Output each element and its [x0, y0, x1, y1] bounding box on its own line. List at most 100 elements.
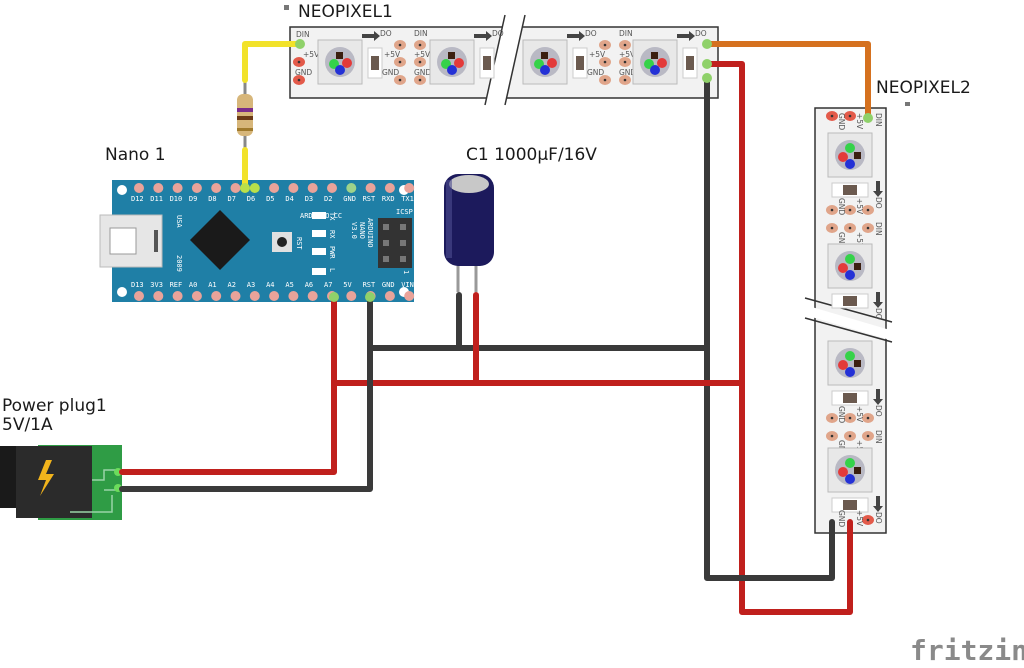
led-blue [335, 65, 345, 75]
nano-pin-d11[interactable] [153, 183, 164, 193]
nano-pin-label: A1 [208, 281, 216, 289]
wire-gnd-plug[interactable] [119, 294, 373, 492]
strip1-vcc-label: +5V [589, 50, 606, 59]
nano-pin-label: D3 [305, 195, 313, 203]
wires [119, 41, 871, 615]
nano-pin-label: A4 [266, 281, 274, 289]
strip1-din-label: DIN [414, 29, 428, 38]
strip1-gnd-label: GND [295, 68, 312, 77]
led-blue [447, 65, 457, 75]
nano-pin-5v[interactable] [346, 291, 357, 301]
resistor[interactable] [237, 80, 253, 150]
strip2-din-label: DIN [874, 430, 883, 444]
strip2-do-label: DO [874, 197, 883, 209]
led-blue [845, 474, 855, 484]
arrow-icon [474, 31, 492, 41]
led-red [838, 360, 848, 370]
nano-pin-label: D5 [266, 195, 274, 203]
board-name-line3: V3.0 [350, 222, 358, 239]
strip1-gnd-label: GND [382, 68, 399, 77]
nano-pin-label: A3 [247, 281, 255, 289]
led-lens [835, 251, 865, 281]
nano-pin-a4[interactable] [269, 291, 280, 301]
wire-data-chain[interactable] [704, 41, 871, 121]
nano-pin-d7[interactable] [230, 183, 241, 193]
arrow-icon [873, 496, 883, 512]
arrow-icon [362, 31, 380, 41]
wire-5v-strip[interactable] [704, 61, 853, 615]
led-lens [325, 47, 355, 77]
nano-pin-label: D8 [208, 195, 216, 203]
nano-pin-a6[interactable] [307, 291, 318, 301]
strip1-do-label: DO [380, 29, 392, 38]
led-chip [854, 152, 861, 159]
nano-pin-rst[interactable] [365, 183, 376, 193]
lock-icon [905, 102, 910, 106]
led-pwr-label: PWR [328, 246, 336, 259]
nano-pin-vin[interactable] [404, 291, 415, 301]
led-red [838, 152, 848, 162]
nano-pin-label: VIN [401, 281, 414, 289]
nano-pin-tx1[interactable] [404, 183, 415, 193]
nano-pin-label: D12 [131, 195, 144, 203]
power-plug-label: Power plug1 [2, 396, 107, 416]
led-tx-label: TX [328, 212, 336, 221]
nano-pin-ref[interactable] [172, 291, 183, 301]
power-plug-rating: 5V/1A [2, 415, 53, 435]
led-l-label: L [328, 268, 336, 272]
nano-pin-label: 3V3 [150, 281, 163, 289]
nano-pin-d3[interactable] [307, 183, 318, 193]
wire-5v-plug[interactable] [119, 294, 337, 475]
led-chip [336, 52, 343, 59]
nano-pin-d9[interactable] [191, 183, 202, 193]
nano-pin-label: D13 [131, 281, 144, 289]
nano-pin-label: A6 [305, 281, 313, 289]
led-lens [835, 140, 865, 170]
nano-pin-label: GND [382, 281, 395, 289]
nano-pin-label: A2 [228, 281, 236, 289]
led-green [845, 254, 855, 264]
strip2-vcc-label: +5V [855, 113, 864, 130]
led-lens [530, 47, 560, 77]
nano-pin-label: D10 [170, 195, 183, 203]
nano-pin-d12[interactable] [134, 183, 144, 193]
nano-pin-label: A7 [324, 281, 332, 289]
nano-pin-d10[interactable] [172, 183, 183, 193]
nano-pin-gnd[interactable] [384, 291, 395, 301]
nano-pin-a3[interactable] [249, 291, 260, 301]
led-green [845, 143, 855, 153]
led-blue [845, 367, 855, 377]
nano-pin-label: REF [170, 281, 183, 289]
strip2-gnd-label: GND [837, 198, 846, 215]
nano-pin-label: GND [343, 195, 356, 203]
nano-pin-d2[interactable] [327, 183, 337, 193]
nano-pin-d6[interactable] [249, 183, 260, 193]
usa-label: USA [175, 215, 183, 228]
strip2-vcc-label: +5V [855, 198, 864, 215]
nano-pin-a0[interactable] [191, 291, 202, 301]
strip2-do-label: DO [874, 405, 883, 417]
wire-data[interactable] [242, 41, 303, 191]
nano-pin-d8[interactable] [211, 183, 222, 193]
nano-pin-a5[interactable] [288, 291, 299, 301]
power-plug[interactable] [0, 445, 122, 520]
led-lens [640, 47, 670, 77]
strip1-vcc-label: +5V [619, 50, 636, 59]
nano-pin-3v3[interactable] [153, 291, 164, 301]
nano-pin-d13[interactable] [134, 291, 144, 301]
nano-pin-rxd[interactable] [384, 183, 395, 193]
nano-pin-gnd[interactable] [346, 183, 357, 193]
nano-pin-d4[interactable] [288, 183, 299, 193]
nano-pin-a1[interactable] [211, 291, 222, 301]
led-chip [854, 360, 861, 367]
led-blue [650, 65, 660, 75]
strip1-vcc-label: +5V [414, 50, 431, 59]
fritzing-logo: fritzing [910, 634, 1024, 667]
capacitor-c1[interactable] [444, 174, 494, 292]
nano-pin-d5[interactable] [269, 183, 280, 193]
arduino-nano[interactable]: ARDUINO.CC ICSP USA 2009 RST TX RX PWR L… [99, 180, 414, 302]
icsp-label: ICSP [396, 208, 413, 216]
wire-gnd-strip[interactable] [704, 75, 835, 581]
nano-pin-label: A5 [285, 281, 293, 289]
nano-pin-a2[interactable] [230, 291, 241, 301]
